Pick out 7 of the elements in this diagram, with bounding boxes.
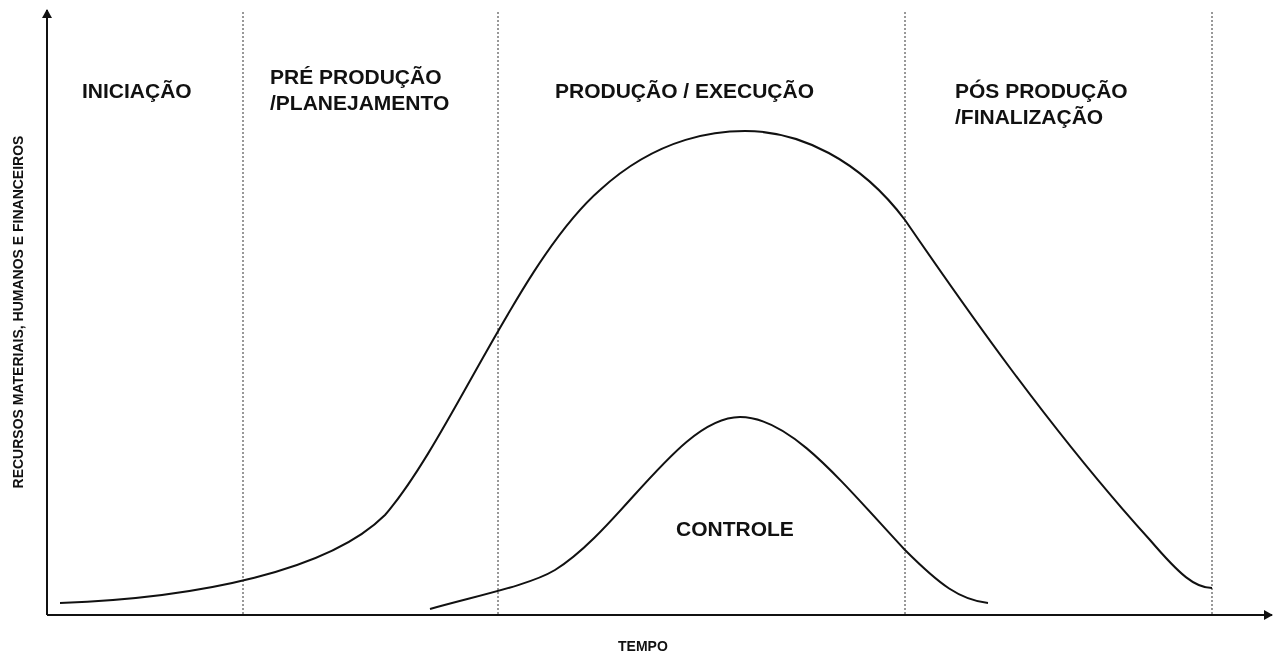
axis-label: TEMPO [618, 638, 669, 656]
axis-label: RECURSOS MATERIAIS, HUMANOS E FINANCEIROS [10, 135, 28, 489]
phase-label: INICIAÇÃO [82, 78, 193, 104]
phase-label: PRÉ PRODUÇÃO /PLANEJAMENTO [270, 64, 451, 117]
phase-label: PRODUÇÃO / EXECUÇÃO [555, 78, 816, 104]
phase-label: PÓS PRODUÇÃO /FINALIZAÇÃO [955, 78, 1129, 131]
curve-label: CONTROLE [676, 516, 795, 542]
